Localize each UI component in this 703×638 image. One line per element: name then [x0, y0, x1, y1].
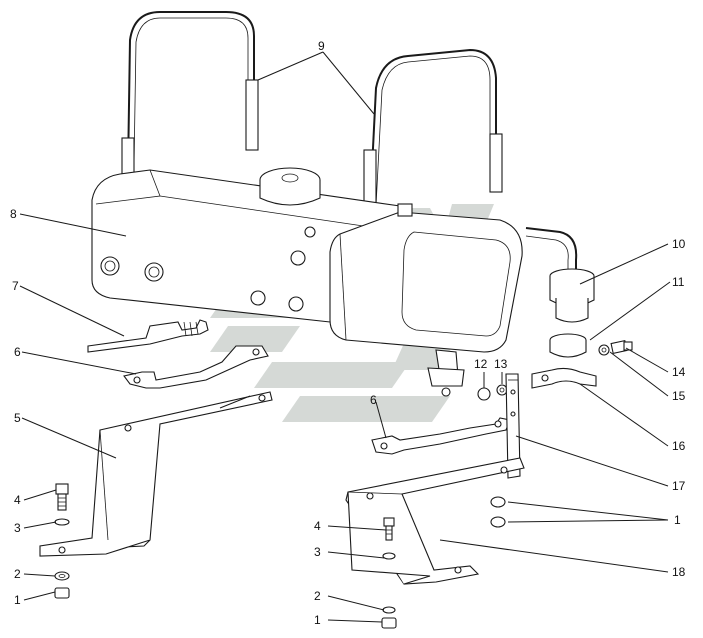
- callout-1-right-lower: 1: [314, 613, 321, 627]
- callout-8: 8: [10, 207, 17, 221]
- drain-tube: [87, 319, 209, 353]
- callout-11: 11: [672, 275, 685, 289]
- vertical-bracket: [505, 373, 521, 479]
- callout-12: 12: [474, 357, 488, 371]
- callout-10: 10: [672, 237, 686, 251]
- callout-14: 14: [672, 365, 686, 379]
- callout-9: 9: [318, 39, 325, 53]
- callout-15: 15: [672, 389, 686, 403]
- callout-6-left: 6: [14, 345, 21, 359]
- callout-3-right: 3: [314, 545, 321, 559]
- callout-17: 17: [672, 479, 686, 493]
- callout-2-right: 2: [314, 589, 321, 603]
- mounting-strip-right: [371, 417, 511, 455]
- washer-and-bolt: [598, 340, 633, 356]
- callout-4-right: 4: [314, 519, 321, 533]
- callout-numbers: 9 8 7 6 5 4 3 2 1 6 12 13 10 11 14 15 16…: [10, 39, 686, 627]
- fasteners-left: [54, 483, 70, 599]
- small-nuts: [477, 384, 508, 401]
- callout-13: 13: [494, 357, 508, 371]
- handle-strap-left: [121, 11, 259, 177]
- callout-1-left: 1: [14, 593, 21, 607]
- pipe-clamp: [531, 367, 597, 389]
- handle-strap-right: [363, 48, 503, 213]
- callout-7: 7: [12, 279, 19, 293]
- leader-lines: [19, 51, 671, 623]
- callout-2-left: 2: [14, 567, 21, 581]
- mounting-strip-left: [123, 345, 269, 389]
- callout-1-right-upper: 1: [674, 513, 681, 527]
- callout-4-left: 4: [14, 493, 21, 507]
- fasteners-right: [381, 496, 506, 629]
- clamp-ring: [549, 333, 587, 358]
- bracket-left: [39, 391, 273, 557]
- callout-6-right: 6: [370, 393, 377, 407]
- callout-3-left: 3: [14, 521, 21, 535]
- callout-18: 18: [672, 565, 686, 579]
- callout-5: 5: [14, 411, 21, 425]
- callout-16: 16: [672, 439, 686, 453]
- tank-rear-section: [329, 203, 523, 397]
- breather-pipe: [525, 227, 595, 323]
